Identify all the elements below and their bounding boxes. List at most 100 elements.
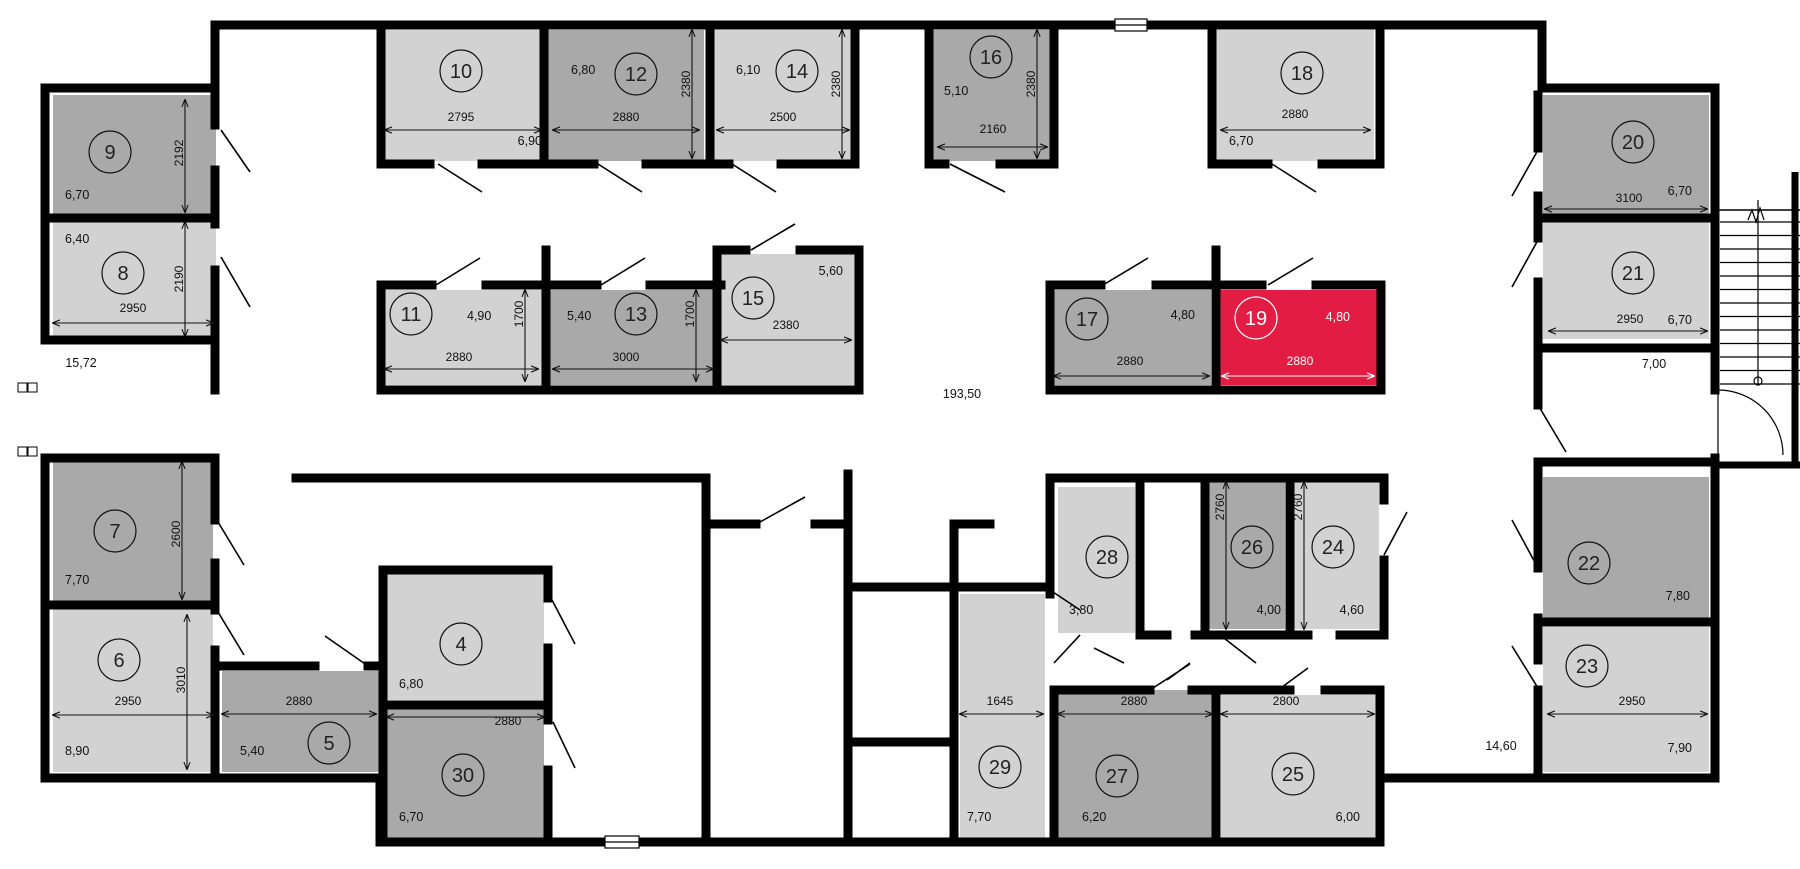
room-area: 6,20 xyxy=(1082,810,1106,824)
door-swing xyxy=(217,611,245,656)
room-22-fill xyxy=(1543,477,1709,618)
door-swing xyxy=(435,257,481,286)
room-number-circle xyxy=(614,52,658,96)
room-area: 6,00 xyxy=(1336,810,1360,824)
room-20-fill xyxy=(1543,95,1709,214)
window-left xyxy=(17,382,28,393)
dimension-label: 3000 xyxy=(613,350,640,364)
room-area: 6,80 xyxy=(399,677,423,691)
room-number: 20 xyxy=(1622,132,1644,154)
room-area: 6,40 xyxy=(65,232,89,246)
walls xyxy=(17,18,1720,849)
door-swing xyxy=(552,721,576,769)
room-number-circle xyxy=(1271,752,1315,796)
room-number-circle xyxy=(1565,644,1609,688)
room-number: 23 xyxy=(1576,656,1598,678)
room-area: 6,70 xyxy=(399,810,423,824)
room-area: 3,80 xyxy=(1069,603,1093,617)
room-number: 8 xyxy=(117,263,128,285)
door-swing xyxy=(750,223,796,251)
stair-arrow-end xyxy=(1753,376,1763,386)
room-number-circle xyxy=(969,35,1013,79)
door-swing xyxy=(731,163,777,193)
dimension-label: 2950 xyxy=(1619,694,1646,708)
door-swing xyxy=(324,635,369,667)
room-17-fill xyxy=(1054,290,1211,385)
room-number: 4 xyxy=(455,634,466,656)
room-28-fill xyxy=(1058,487,1135,633)
room-number-circle xyxy=(1567,541,1611,585)
room-29-fill xyxy=(960,594,1045,838)
window-left xyxy=(17,446,28,457)
room-number: 9 xyxy=(104,142,115,164)
dimension-label: 2380 xyxy=(679,70,693,97)
dimension-label: 2880 xyxy=(446,350,473,364)
door-swing xyxy=(437,163,483,193)
room-12-fill xyxy=(548,30,704,161)
room-number-circle xyxy=(1611,251,1655,295)
dimension-label: 2600 xyxy=(169,520,183,547)
room-number: 27 xyxy=(1106,766,1128,788)
room-number-circle xyxy=(731,276,775,320)
dimension-label: 2880 xyxy=(1287,354,1314,368)
room-number-circle xyxy=(1280,51,1324,95)
room-number-circle xyxy=(1611,120,1655,164)
room-area: 4,80 xyxy=(1171,308,1195,322)
room-area: 5,40 xyxy=(240,744,264,758)
room-area: 7,90 xyxy=(1668,741,1692,755)
door-swing xyxy=(1277,667,1309,691)
room-number-circle xyxy=(1234,296,1278,340)
room-number: 30 xyxy=(452,765,474,787)
room-area: 7,70 xyxy=(967,810,991,824)
room-21-fill xyxy=(1543,222,1709,339)
door-swing xyxy=(1511,645,1539,689)
room-25-fill xyxy=(1221,695,1376,838)
corridor-area: 7,00 xyxy=(1642,357,1666,371)
corridor-area: 193,50 xyxy=(943,387,981,401)
dimension-label: 2380 xyxy=(1024,70,1038,97)
room-number-circle xyxy=(101,251,145,295)
dimension-label: 2500 xyxy=(770,110,797,124)
room-number-circle xyxy=(441,753,485,797)
room-number-circle xyxy=(439,622,483,666)
door-swing xyxy=(1149,663,1191,691)
dimension-label: 2380 xyxy=(829,70,843,97)
room-area: 6,70 xyxy=(1668,184,1692,198)
dimension-label: 2950 xyxy=(120,301,147,315)
dimension-label: 2160 xyxy=(980,122,1007,136)
room-number-circle xyxy=(978,745,1022,789)
room-number-circle xyxy=(439,49,483,93)
dimension-label: 2880 xyxy=(613,110,640,124)
room-area: 7,70 xyxy=(65,573,89,587)
door-swing xyxy=(1267,257,1314,286)
door-swing xyxy=(1093,647,1125,664)
room-number-circle xyxy=(1230,525,1274,569)
room-number-circle xyxy=(93,509,137,553)
room-number: 17 xyxy=(1076,309,1098,331)
room-14-fill xyxy=(714,30,853,161)
room-18-fill xyxy=(1216,30,1374,161)
room-area: 6,70 xyxy=(65,188,89,202)
room-number: 24 xyxy=(1322,537,1344,559)
room-number-circle xyxy=(614,292,658,336)
room-number-circle xyxy=(1311,525,1355,569)
room-area: 6,10 xyxy=(736,63,760,77)
room-number: 14 xyxy=(786,61,808,83)
room-number: 10 xyxy=(450,61,472,83)
door-swing xyxy=(1271,163,1317,193)
room-4-fill xyxy=(387,574,544,700)
room-23-fill xyxy=(1543,627,1709,772)
room-area: 6,70 xyxy=(1668,313,1692,327)
dimension-label: 2760 xyxy=(1291,493,1305,520)
dimension-label: 2190 xyxy=(172,265,186,292)
dimension-label: 2380 xyxy=(773,318,800,332)
room-number: 12 xyxy=(625,64,647,86)
room-area: 5,60 xyxy=(819,264,843,278)
room-number-circle xyxy=(1065,297,1109,341)
door-swings xyxy=(217,129,1567,769)
door-swing xyxy=(1102,257,1149,286)
door-swing xyxy=(1511,519,1539,569)
